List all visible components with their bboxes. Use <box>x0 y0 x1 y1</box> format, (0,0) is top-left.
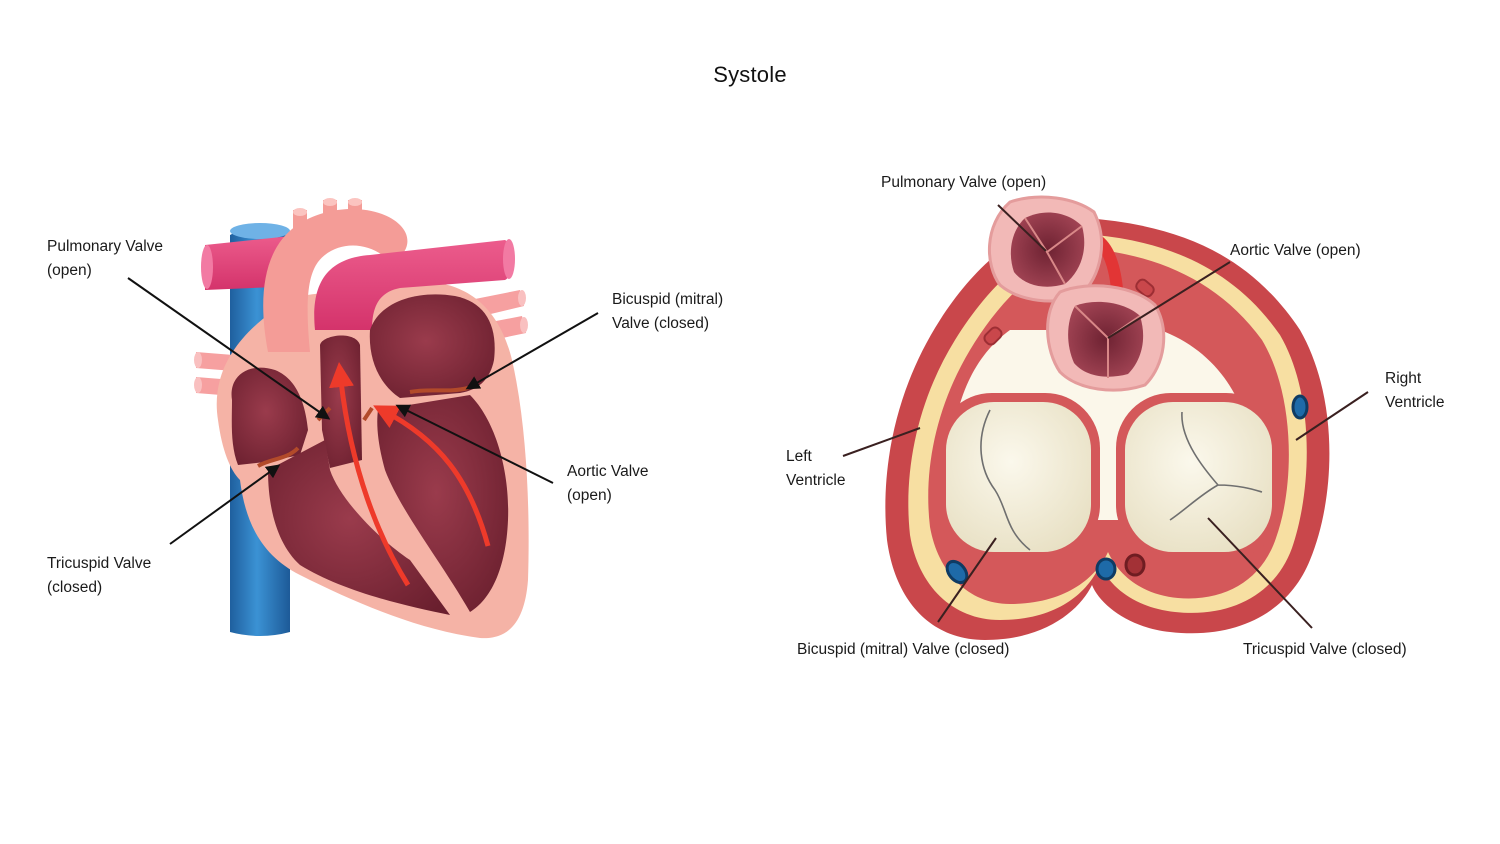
label-bicuspid-valve-right: Bicuspid (mitral) Valve (closed) <box>797 641 1010 658</box>
coronary-vein <box>1291 394 1309 420</box>
label-line: (closed) <box>47 579 103 596</box>
label-tricuspid-valve-right: Tricuspid Valve (closed) <box>1243 641 1407 658</box>
label-line: (open) <box>567 487 612 504</box>
label-pulmonary-valve-right: Pulmonary Valve (open) <box>881 174 1047 191</box>
leader-pulmonary-right <box>997 204 1047 252</box>
tricuspid-valve <box>1116 393 1281 560</box>
leader-aortic-right <box>1107 261 1231 339</box>
leader-pulmonary-left <box>127 277 331 420</box>
left-ventricle <box>377 395 509 612</box>
label-line: Valve (closed) <box>612 315 710 332</box>
flow-arrow-left <box>373 405 491 547</box>
label-left-ventricle: Left Ventricle <box>786 445 845 493</box>
label-line: Tricuspid Valve <box>47 555 152 572</box>
left-atrium <box>369 294 495 398</box>
mitral-valve <box>937 393 1100 560</box>
label-line: Pulmonary Valve <box>47 238 164 255</box>
leader-left-ventricle <box>842 427 921 457</box>
diagram-title: Systole <box>713 62 787 87</box>
leader-right-ventricle <box>1295 391 1369 441</box>
label-line: Ventricle <box>786 472 846 489</box>
label-aortic-valve-left: Aortic Valve (open) <box>567 460 649 508</box>
right-atrium <box>231 367 308 465</box>
leader-aortic-left <box>395 404 554 484</box>
leader-bicuspid-right <box>937 537 997 623</box>
heart-section-illustration <box>127 198 599 639</box>
label-line: Aortic Valve <box>567 463 649 480</box>
label-line: Left <box>786 448 812 465</box>
label-pulmonary-valve-left: Pulmonary Valve (open) <box>47 235 163 283</box>
label-tricuspid-valve-left: Tricuspid Valve (closed) <box>47 552 151 600</box>
flow-arrow-right <box>329 362 411 587</box>
tricuspid-valve-left <box>257 446 300 468</box>
leader-tricuspid-left <box>169 464 281 545</box>
label-aortic-valve-right: Aortic Valve (open) <box>1230 242 1361 259</box>
label-right-ventricle: Right Ventricle <box>1385 367 1444 415</box>
leader-bicuspid-left <box>465 312 599 390</box>
leader-tricuspid-right <box>1207 517 1313 629</box>
valve-plane-illustration <box>842 195 1369 640</box>
right-ventricle <box>268 440 450 615</box>
aorta <box>263 208 408 352</box>
label-line: Bicuspid (mitral) <box>612 291 724 308</box>
label-bicuspid-valve-left: Bicuspid (mitral) Valve (closed) <box>612 288 723 336</box>
label-line: Ventricle <box>1385 394 1445 411</box>
aortic-valve-open <box>1046 284 1166 392</box>
label-line: (open) <box>47 262 92 279</box>
label-line: Right <box>1385 370 1422 387</box>
mitral-valve-left <box>409 386 469 394</box>
